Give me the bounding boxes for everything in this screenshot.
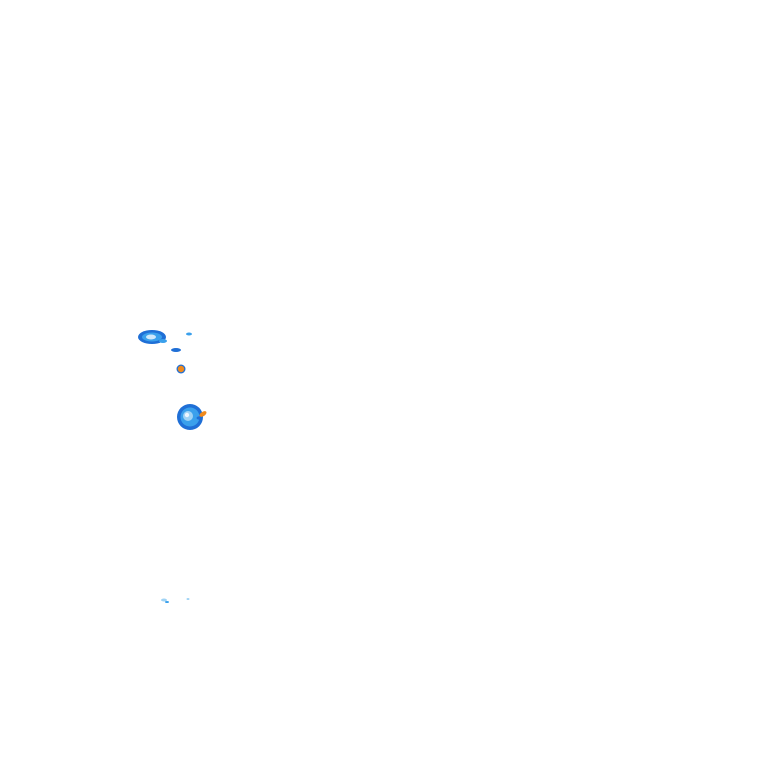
echo-fragment-small-2 bbox=[171, 348, 181, 352]
echo-cell-northwest bbox=[138, 330, 167, 344]
echo-specks-south bbox=[161, 598, 190, 603]
echo-cell-core-orange bbox=[176, 364, 186, 374]
echo-fragment-small-1 bbox=[186, 332, 192, 336]
echo-cell-central bbox=[177, 404, 207, 430]
